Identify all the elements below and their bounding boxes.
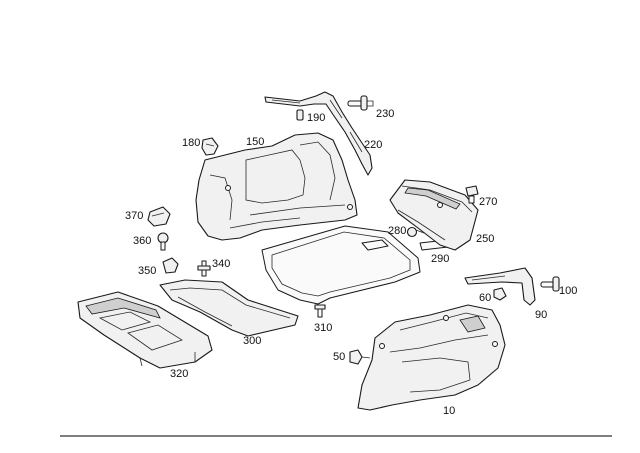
part-60-clip <box>493 287 507 301</box>
callout-350: 350 <box>138 265 156 277</box>
callout-360: 360 <box>133 235 151 247</box>
callout-250: 250 <box>476 233 494 245</box>
part-300-side-cover <box>159 279 299 337</box>
part-230-pin-clip <box>347 95 374 111</box>
part-350-clip <box>162 257 179 274</box>
part-150-left-side-panel <box>195 132 358 241</box>
callout-290: 290 <box>431 253 449 265</box>
callout-100: 100 <box>559 285 577 297</box>
callout-230: 230 <box>376 108 394 120</box>
callout-310: 310 <box>314 322 332 334</box>
callout-370: 370 <box>125 210 143 222</box>
callout-340: 340 <box>212 258 230 270</box>
part-100-pin <box>540 276 560 292</box>
callout-220: 220 <box>364 139 382 151</box>
callout-180: 180 <box>182 137 200 149</box>
part-340-clip <box>197 260 211 277</box>
callout-150: 150 <box>246 136 264 148</box>
part-280-clip <box>406 226 425 238</box>
callout-270: 270 <box>479 196 497 208</box>
callout-190: 190 <box>307 112 325 124</box>
callout-90: 90 <box>535 309 547 321</box>
part-290-floor-mat <box>261 225 421 305</box>
part-10-right-side-panel <box>357 304 506 411</box>
part-50-clip <box>349 349 371 365</box>
part-90-side-strip <box>464 267 536 306</box>
callout-300: 300 <box>243 335 261 347</box>
part-230-trim-strip <box>264 91 373 176</box>
callout-10: 10 <box>443 405 455 417</box>
part-320-storage-tray <box>77 291 213 369</box>
part-270-clip <box>465 185 479 204</box>
part-370-bracket <box>147 206 171 227</box>
callout-60: 60 <box>479 292 491 304</box>
part-360-screw <box>157 232 169 251</box>
callout-280: 280 <box>388 225 406 237</box>
part-310-clip <box>314 304 326 318</box>
callout-50: 50 <box>333 351 345 363</box>
part-180-clip <box>201 137 219 156</box>
part-250-rear-panel <box>389 179 479 251</box>
callout-320: 320 <box>170 368 188 380</box>
part-190-clip <box>296 109 304 121</box>
